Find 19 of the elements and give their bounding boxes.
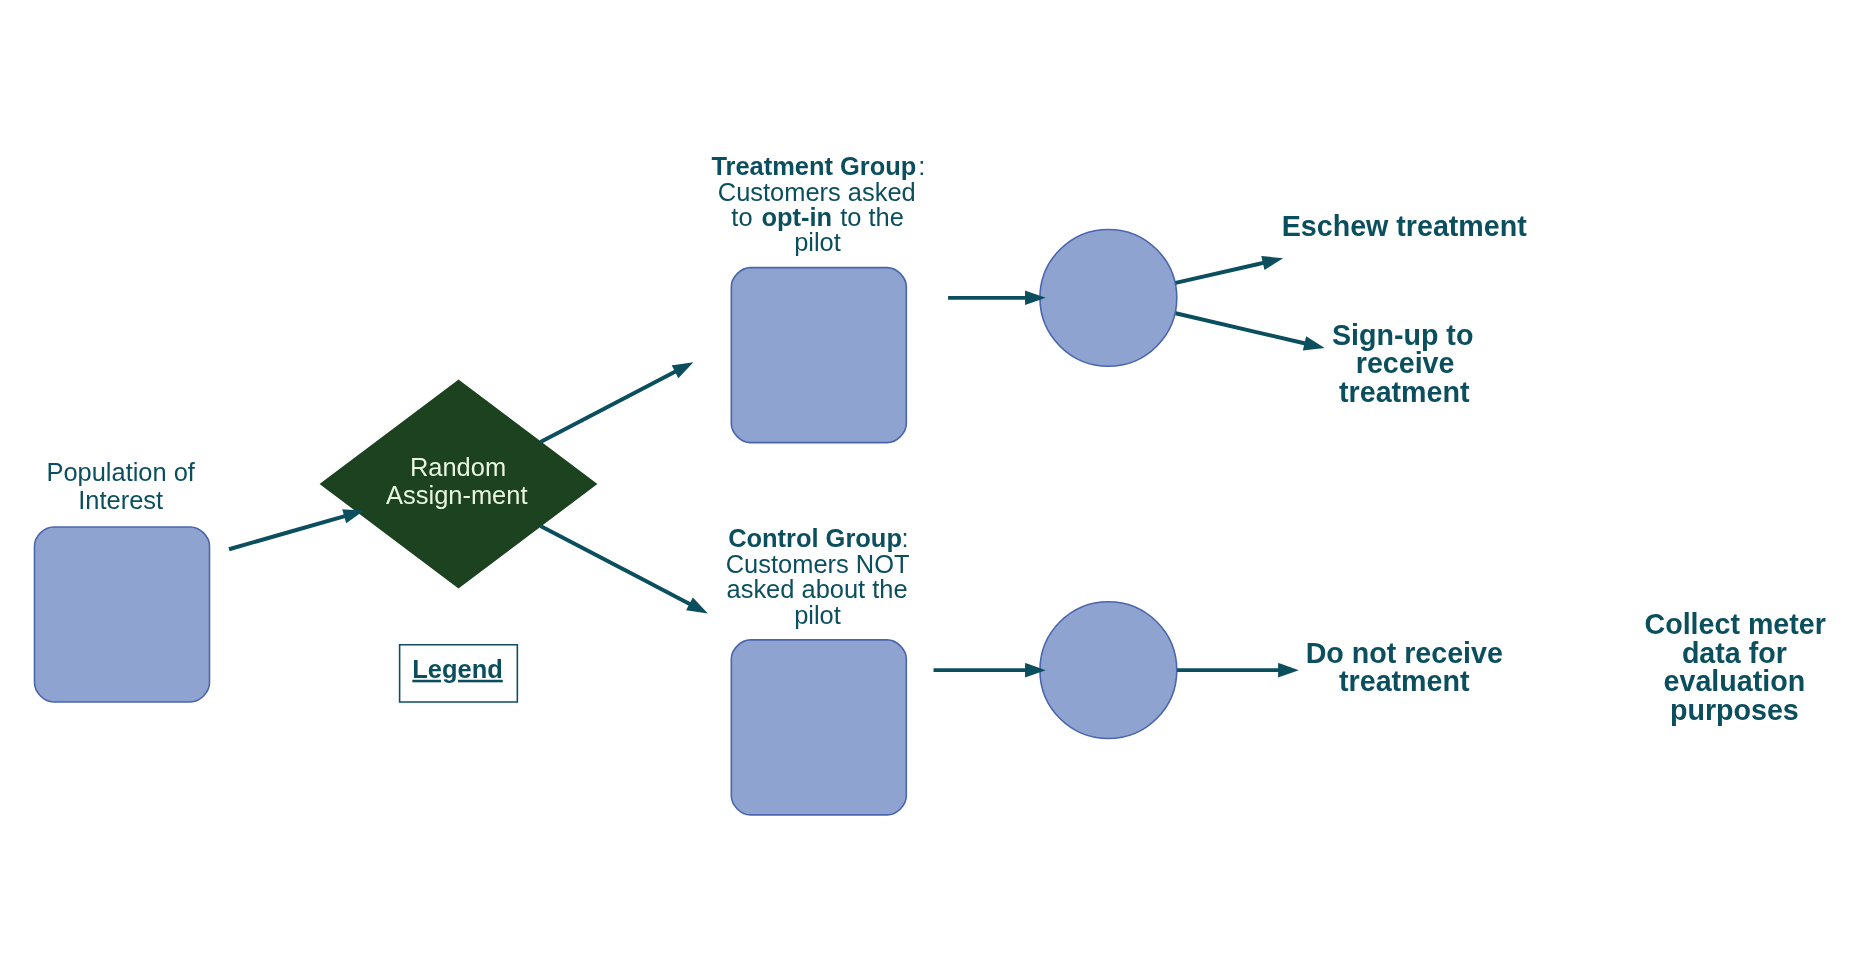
arrow: [1175, 255, 1284, 285]
node-text: Collect meter data for evaluation purposes: [1644, 607, 1826, 726]
node-text: Do not receive treatment: [1305, 636, 1503, 697]
label: Legend: [412, 654, 503, 683]
node-text: Eschew treatment: [1281, 209, 1527, 242]
arrow: [539, 523, 708, 613]
arrow: [948, 290, 1046, 305]
arrow: [1177, 662, 1299, 677]
node-label: Population of Interest: [46, 457, 195, 514]
node-text: Sign-up to receive treatment: [1331, 318, 1474, 408]
arrow: [539, 361, 694, 444]
arrow: [933, 662, 1046, 677]
node-label: Control Group: Customers NOT asked about the pilot: [725, 523, 910, 629]
arrow: [1175, 310, 1325, 350]
node-label: Treatment Group: Customers asked to opt-in to the pilot: [711, 151, 926, 256]
node-circle: [1039, 600, 1178, 739]
arrow: [228, 508, 365, 551]
node-diamond: Random Assign-ment: [319, 379, 598, 588]
node-circle: [1039, 228, 1178, 367]
